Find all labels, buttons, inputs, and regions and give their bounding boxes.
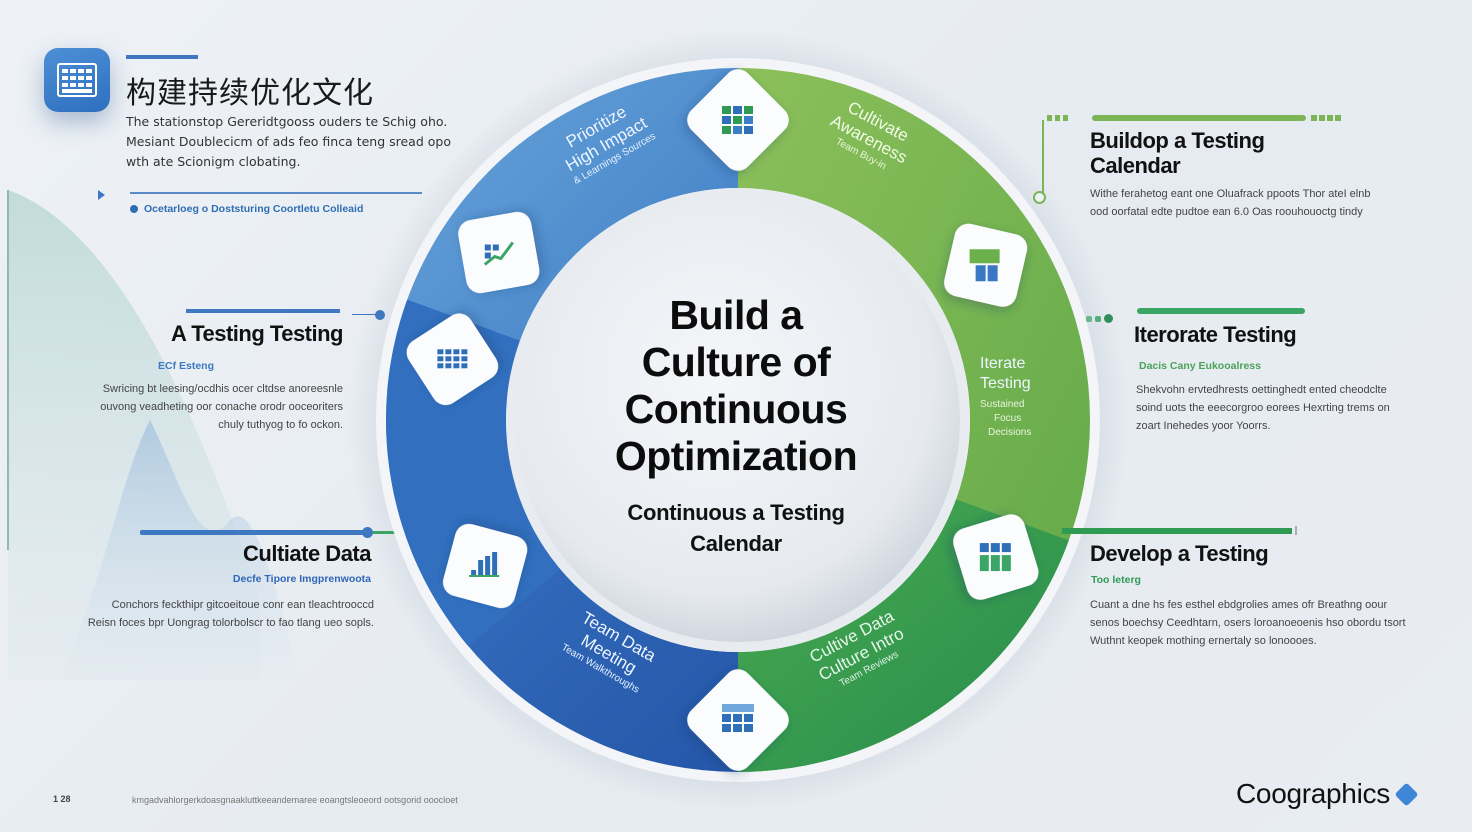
connector-dot-icon <box>375 310 385 320</box>
connector-dots-icon <box>1086 314 1113 323</box>
growth-arrow-icon <box>483 241 515 266</box>
calendar-stack-icon <box>722 704 754 732</box>
left-section-2-body: Conchors feckthipr gitcoeitoue conr ean … <box>87 599 374 629</box>
grid-chart-icon <box>722 106 753 134</box>
mountain-shape <box>60 420 300 680</box>
calendar-icon <box>57 63 97 97</box>
bar-ticks <box>1311 115 1343 121</box>
connector-ring-icon <box>1033 191 1046 204</box>
right-section-2-title: Iterorate Testing <box>1134 322 1297 347</box>
left-section-2-connector <box>373 531 401 534</box>
page-number: 1 28 <box>53 794 71 804</box>
ring-node[interactable] <box>456 210 542 296</box>
table-grid-icon <box>979 543 1011 572</box>
left-section-2-title: Cultiate Data <box>243 541 371 566</box>
brand-name: Coographics <box>1236 778 1390 809</box>
left-section-1-bar <box>186 309 340 313</box>
left-section-1-connector <box>352 314 378 315</box>
header-bullet: Ocetarloeg o Doststuring Coortletu Colle… <box>130 203 363 215</box>
left-section-1-title: A Testing Testing <box>171 321 343 346</box>
calendar-grid-icon <box>437 349 468 369</box>
left-section-2-bar <box>140 530 370 535</box>
brand-diamond-icon <box>1394 781 1419 807</box>
right-section-1-bracket <box>1042 120 1044 194</box>
center-subtitle: Continuous a Testing Calendar <box>627 500 845 556</box>
left-section-2-subtitle: Decfe Tipore Imgprenwoota <box>232 573 371 585</box>
left-section-1-subtitle: ECf Esteng <box>157 360 214 372</box>
center-disc <box>516 198 960 642</box>
header-bullet-text: Ocetarloeg o Doststuring Coortletu Colle… <box>144 203 364 215</box>
header-description: The stationstop Gereridtgooss ouders te … <box>126 114 451 169</box>
ring-node[interactable] <box>681 663 794 776</box>
bar-ticks <box>1047 115 1071 121</box>
right-section-2-body: Shekvohn ervtedhrests oettinghedt ented … <box>1136 384 1390 432</box>
app-icon <box>44 48 110 112</box>
right-section-2-subtitle: Dacis Cany Eukooalress <box>1139 360 1261 372</box>
right-section-1-title: Buildop a Testing Calendar <box>1090 128 1265 178</box>
ring-node-card <box>442 523 528 609</box>
header-divider <box>130 192 422 194</box>
ring-node[interactable] <box>941 221 1030 310</box>
right-section-2-bar <box>1137 308 1305 314</box>
bar-chart-icon <box>469 552 500 577</box>
left-section-1-body: Swricing bt leesing/ocdhis ocer cltdse a… <box>100 383 343 431</box>
right-section-3-body: Cuant a dne hs fes esthel ebdgrolies ame… <box>1090 599 1406 647</box>
header-accent-bar <box>126 55 198 59</box>
right-section-3-subtitle: Too leterg <box>1091 574 1141 586</box>
right-section-1-body: Withe ferahetog eant one Oluafrack ppoot… <box>1090 188 1371 218</box>
right-section-1-bar <box>1092 115 1306 121</box>
connector-dot-icon <box>362 527 373 538</box>
page-title: 构建持续优化文化 <box>126 76 374 111</box>
center-title: Build a Culture of Continuous Optimizati… <box>614 292 858 479</box>
cycle-ring <box>376 58 1100 782</box>
segment-label-iterate: Iterate Testing Sustained Focus Decision… <box>980 355 1032 438</box>
ring-node-card <box>458 211 540 294</box>
building-chart-icon <box>969 249 1000 282</box>
bar-tick <box>1295 526 1297 535</box>
right-section-3-title: Develop a Testing <box>1090 541 1269 566</box>
play-icon <box>98 190 105 200</box>
right-section-3-bar <box>1062 528 1292 534</box>
ring-node[interactable] <box>401 308 503 410</box>
ring-node[interactable] <box>950 511 1042 603</box>
ring-node[interactable] <box>440 521 531 612</box>
bullet-dot-icon <box>130 205 138 213</box>
footer-text: kmgadvahlorgerkdoasgnaakluttkeeandemaree… <box>132 795 458 805</box>
brand-logo: Coographics <box>1236 778 1419 810</box>
ring-node-card <box>406 313 499 406</box>
ring-node[interactable] <box>681 63 794 176</box>
